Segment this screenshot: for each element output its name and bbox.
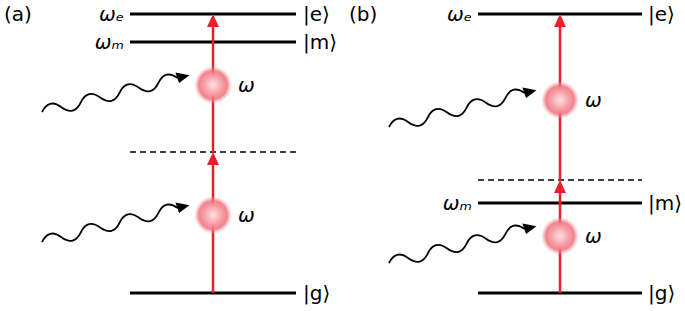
frequency-label: ωₑ [447, 3, 472, 26]
photon-frequency: ω [585, 225, 602, 248]
photon-frequency: ω [238, 74, 255, 97]
state-label: |e⟩ [303, 3, 330, 26]
state-label: |g⟩ [303, 282, 330, 305]
state-label: |m⟩ [648, 192, 682, 215]
energy-levels-b [478, 14, 642, 293]
state-label: |m⟩ [303, 31, 337, 54]
state-label: |g⟩ [648, 282, 675, 305]
panel-tag: (a) [4, 3, 32, 26]
state-label: |e⟩ [648, 3, 675, 26]
panel-tag: (b) [349, 3, 377, 26]
frequency-label: ωₘ [95, 31, 124, 54]
photon [541, 81, 579, 119]
frequency-label: ωₘ [443, 192, 472, 215]
photon [194, 196, 232, 234]
energy-levels-a [130, 14, 296, 293]
photon-wave [41, 69, 191, 117]
frequency-label: ωₑ [99, 3, 124, 26]
photon-wave [388, 84, 538, 132]
photon-wave [41, 199, 191, 247]
photon [194, 66, 232, 104]
photon [541, 217, 579, 255]
photon-frequency: ω [585, 89, 602, 112]
photon-frequency: ω [238, 204, 255, 227]
photon-wave [388, 220, 538, 268]
transition-arrows-a [207, 14, 219, 293]
